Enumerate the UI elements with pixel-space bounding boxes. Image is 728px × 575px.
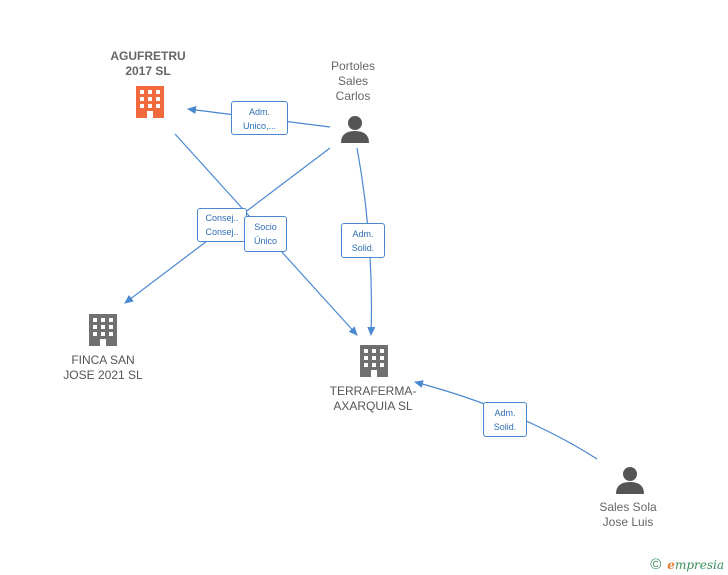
person-icon-portoles[interactable] xyxy=(341,116,369,143)
brand-logo-e: e xyxy=(667,557,675,572)
node-label-agufretru[interactable]: AGUFRETRU 2017 SL xyxy=(110,49,186,78)
building-icon-finca[interactable] xyxy=(89,314,117,346)
copyright-icon: © xyxy=(650,556,662,573)
node-label-terraferma[interactable]: TERRAFERMA- AXARQUIA SL xyxy=(329,384,417,413)
person-icon-sales-sola[interactable] xyxy=(616,467,644,494)
node-label-sales-sola[interactable]: Sales Sola Jose Luis xyxy=(599,500,657,529)
edge-label-adm-solid-1[interactable]: Adm. Solid. xyxy=(341,223,385,258)
edge-label-adm-unico[interactable]: Adm. Unico,... xyxy=(231,101,288,135)
edge-label-adm-solid-2[interactable]: Adm. Solid. xyxy=(483,402,527,437)
node-label-portoles[interactable]: Portoles Sales Carlos xyxy=(330,59,376,103)
node-label-finca[interactable]: FINCA SAN JOSE 2021 SL xyxy=(63,353,143,382)
building-icon-terraferma[interactable] xyxy=(360,345,388,377)
footer-credit: © empresia xyxy=(650,556,724,573)
edge-label-socio-unico[interactable]: Socio Único xyxy=(244,216,287,252)
building-icon-agufretru[interactable] xyxy=(136,86,164,118)
brand-logo[interactable]: empresia xyxy=(667,558,724,572)
edge-label-consej[interactable]: Consej.. Consej.. xyxy=(197,208,247,242)
brand-logo-text: mpresia xyxy=(674,557,724,572)
